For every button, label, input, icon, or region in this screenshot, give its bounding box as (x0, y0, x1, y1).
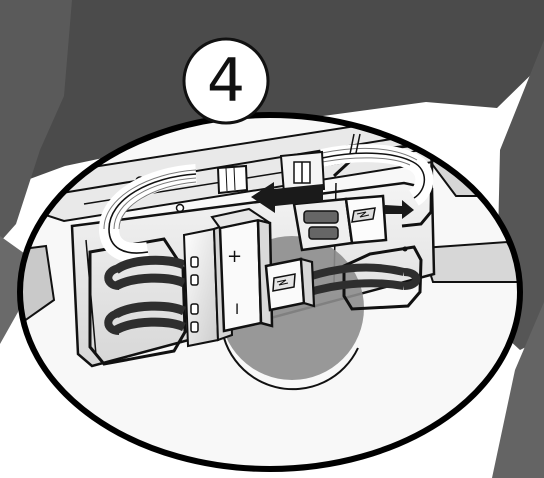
step-marker-number: 4 (207, 46, 245, 116)
chassis-lower-right (492, 302, 544, 478)
right-channel (342, 245, 423, 311)
small-top-connector-line-1 (225, 167, 228, 192)
left-connector-housing (182, 227, 220, 348)
cable-loop-3 (113, 301, 186, 319)
right-connector-latch (351, 207, 376, 223)
insert-arrow-right (385, 200, 414, 219)
right-connector-housing (292, 197, 354, 252)
insert-arrow-main (251, 182, 323, 213)
cable-loop-6 (104, 309, 121, 335)
detail-dot (402, 246, 408, 252)
main-connector-face (218, 218, 263, 333)
chassis-left-panel (0, 0, 72, 242)
right-connector-cavity-2 (308, 226, 339, 240)
cable-loop-2 (113, 273, 186, 291)
magnified-view: + I (20, 115, 520, 469)
lower-right-connector-latch-lines (276, 279, 289, 286)
pin-1 (190, 256, 199, 268)
small-top-connector (216, 164, 249, 195)
right-connector-latch-lines (356, 211, 370, 218)
plate-slot-2 (355, 133, 361, 154)
fan-shadow-edge (219, 313, 359, 391)
cable-loop-5 (104, 264, 121, 290)
pin-4 (190, 321, 199, 333)
step-marker-circle (182, 37, 270, 125)
pin-3 (190, 303, 199, 315)
small-top-connector-line-2 (233, 166, 236, 191)
dark-cable-lower-right-3 (403, 268, 421, 290)
ribbon-cable-right-stripes (321, 147, 418, 166)
cable-loop-1 (113, 255, 186, 274)
cable-loop-4 (113, 317, 186, 335)
ribbon-cable-upper-stripes (103, 169, 197, 230)
left-cable-loops (104, 255, 186, 335)
plate-slot-1 (349, 133, 355, 155)
left-channel (88, 237, 187, 366)
upper-rail-line-1 (61, 131, 435, 194)
magnifier-circle (17, 112, 523, 472)
ribbon-cable-right-outline (321, 152, 426, 199)
left-connector-pins (190, 256, 199, 333)
lower-right-connector-side (299, 257, 316, 308)
plus-mark: + (227, 246, 242, 267)
flat-mark: I (235, 302, 239, 318)
right-bracket-lower (420, 240, 520, 283)
ribbon-cable-upper-outline (108, 173, 197, 254)
lower-right-connector-latch (272, 273, 296, 292)
pin-2 (190, 274, 199, 286)
right-connector-cavity-1 (303, 210, 339, 224)
main-connector-top (210, 207, 271, 230)
